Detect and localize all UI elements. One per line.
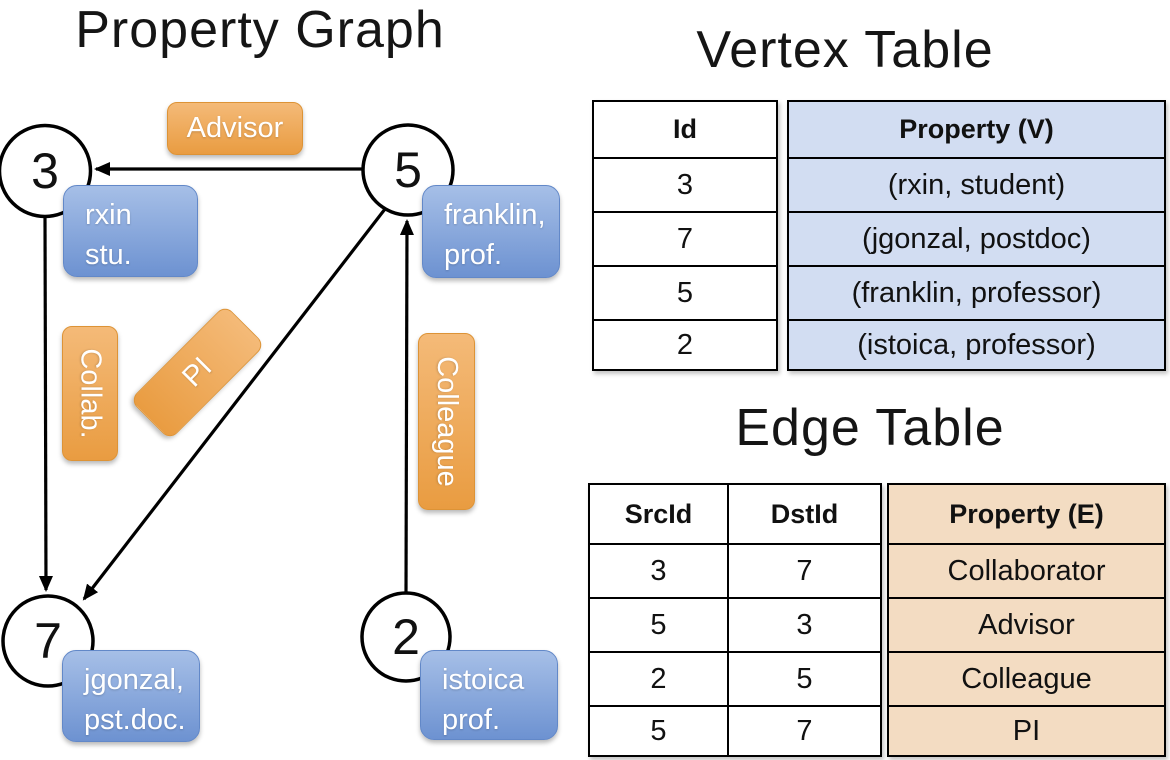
edge-table-header-dstid: DstId	[727, 485, 880, 543]
edge-arrow-5-7	[82, 208, 387, 601]
table-cell: 3	[590, 543, 727, 597]
table-cell: (rxin, student)	[789, 157, 1164, 211]
vertex-label-3: rxin stu.	[63, 185, 198, 277]
edge-table-header-property: Property (E)	[949, 498, 1104, 529]
vertex-id-5: 5	[394, 142, 422, 198]
table-cell: 7	[594, 211, 776, 265]
vertex-label-5-line2: prof.	[444, 239, 503, 272]
table-cell: Colleague	[889, 651, 1164, 705]
vertex-table-header-id: Id	[673, 114, 697, 144]
table-cell: 7	[727, 543, 880, 597]
vertex-table-property-column: Property (V) (rxin, student) (jgonzal, p…	[787, 100, 1166, 371]
edge-label-pi-text: PI	[176, 351, 219, 394]
table-cell: (jgonzal, postdoc)	[789, 211, 1164, 265]
table-cell: (istoica, professor)	[789, 319, 1164, 369]
edge-arrow-3-7	[38, 217, 53, 592]
table-cell: 5	[727, 651, 880, 705]
table-cell: 5	[590, 597, 727, 651]
edge-table-title: Edge Table	[735, 399, 1005, 457]
vertex-label-7-line1: jgonzal,	[84, 664, 184, 696]
edge-label-advisor-text: Advisor	[186, 112, 284, 144]
edge-label-collab: Collab.	[62, 326, 118, 461]
edge-label-collab-text: Collab.	[74, 348, 107, 439]
vertex-id-2: 2	[392, 609, 420, 665]
property-graph-title: Property Graph	[75, 1, 445, 59]
table-cell: 2	[594, 319, 776, 369]
vertex-label-2: istoica prof.	[420, 650, 558, 740]
table-cell: 5	[594, 265, 776, 319]
edge-table-header-srcid: SrcId	[624, 498, 693, 529]
vertex-label-7: jgonzal, pst.doc.	[62, 650, 200, 742]
table-cell: 2	[590, 651, 727, 705]
vertex-label-7-line2: pst.doc.	[84, 704, 186, 737]
table-cell: PI	[889, 705, 1164, 755]
vertex-id-7: 7	[34, 613, 62, 669]
edge-table-property-column: Property (E) Collaborator Advisor Collea…	[887, 483, 1166, 757]
vertex-label-3-line1: rxin	[85, 199, 132, 231]
table-cell: (franklin, professor)	[789, 265, 1164, 319]
vertex-table-title: Vertex Table	[696, 21, 994, 79]
edge-arrows	[38, 162, 414, 601]
table-cell: 3	[727, 597, 880, 651]
table-cell: Advisor	[889, 597, 1164, 651]
vertex-label-5: franklin, prof.	[422, 185, 560, 278]
table-cell: 7	[727, 705, 880, 755]
table-cell: 3	[594, 157, 776, 211]
vertex-label-2-line2: prof.	[442, 704, 501, 737]
vertex-label-2-line1: istoica	[442, 664, 525, 696]
vertex-id-3: 3	[31, 143, 59, 199]
vertex-table-id-column: Id 3 7 5 2	[592, 100, 778, 371]
table-cell: 5	[590, 705, 727, 755]
edge-label-colleague: Colleague	[418, 333, 475, 510]
edge-label-advisor: Advisor	[167, 102, 303, 155]
edge-label-colleague-text: Colleague	[431, 356, 464, 487]
table-cell: Collaborator	[889, 543, 1164, 597]
vertex-table-header-property: Property (V)	[899, 114, 1054, 144]
vertex-label-5-line1: franklin,	[444, 199, 546, 231]
edge-arrow-2-5	[399, 219, 414, 593]
edge-table-id-columns: SrcId DstId 3 7 5 3 2 5 5 7	[588, 483, 882, 757]
vertex-label-3-line2: stu.	[85, 239, 132, 272]
